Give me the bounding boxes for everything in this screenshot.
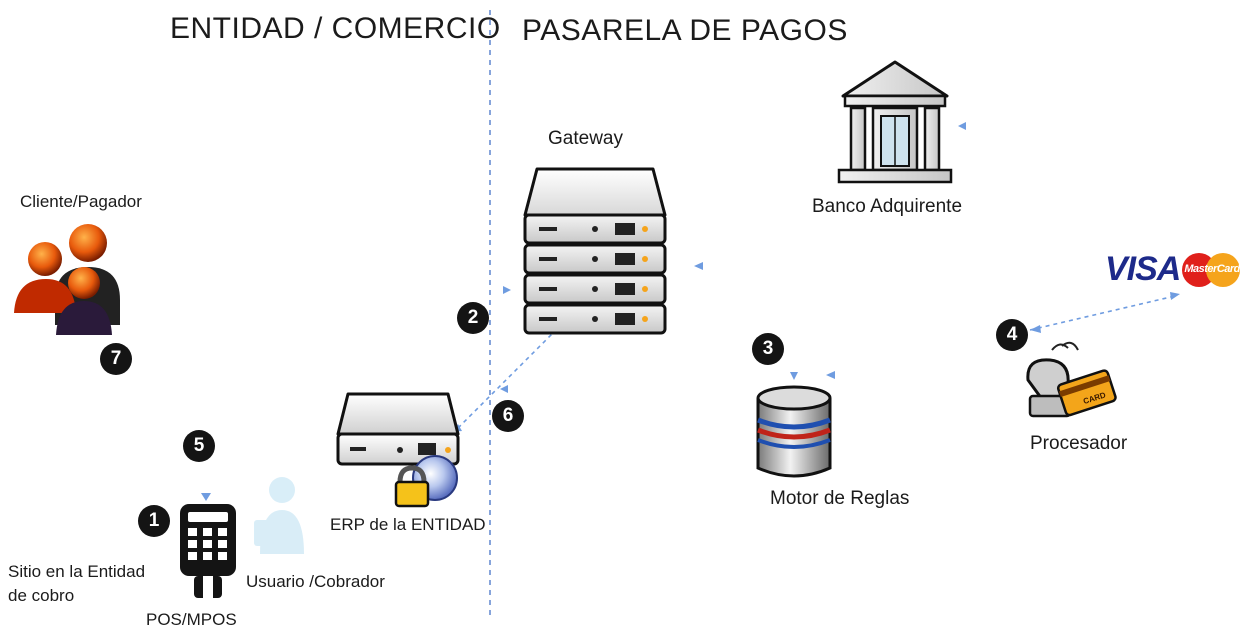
step-4-badge: 4 <box>996 319 1028 351</box>
pos-terminal-icon <box>180 504 236 598</box>
step-1-badge: 1 <box>138 505 170 537</box>
sitio-entidad-line2: de cobro <box>8 586 75 605</box>
gateway-server-icon <box>523 167 667 335</box>
card-processor-icon: CARD <box>1026 341 1117 418</box>
mastercard-logo: MasterCard <box>1182 252 1242 287</box>
gateway-label: Gateway <box>548 128 623 149</box>
step-3-badge: 3 <box>752 333 784 365</box>
step-6-badge: 6 <box>492 400 524 432</box>
flow-arrowhead <box>790 372 798 380</box>
flow-arrowhead <box>1030 325 1041 333</box>
people-group-icon <box>14 224 120 335</box>
rules-engine-database-icon <box>756 385 832 478</box>
flow-arrowhead <box>958 122 966 130</box>
pasarela-de-pagos-heading: PASARELA DE PAGOS <box>522 14 848 47</box>
flow-arrowhead <box>503 286 511 294</box>
procesador-visa-link <box>1029 295 1176 331</box>
step-7-badge: 7 <box>100 343 132 375</box>
step-2-badge: 2 <box>457 302 489 334</box>
flow-arrowhead <box>826 371 835 379</box>
user-collector-icon <box>254 477 304 554</box>
erp-server-icon <box>336 392 460 508</box>
procesador-label: Procesador <box>1030 433 1128 454</box>
mastercard-wordmark: MasterCard <box>1184 262 1240 275</box>
bank-building-icon <box>837 60 953 184</box>
usuario-cobrador-label: Usuario /Cobrador <box>246 572 385 591</box>
flow-arrowhead <box>694 262 703 270</box>
visa-logo: VISA <box>1105 250 1181 288</box>
flow-arrowhead <box>1170 292 1180 300</box>
sitio-entidad-line1: Sitio en la Entidad <box>8 562 146 581</box>
cliente-pagador-label: Cliente/Pagador <box>20 192 142 211</box>
flow-arrowhead <box>201 493 211 501</box>
banco-adquirente-label: Banco Adquirente <box>812 196 963 217</box>
motor-de-reglas-label: Motor de Reglas <box>770 488 910 509</box>
entidad-comercio-heading: ENTIDAD / COMERCIO <box>170 12 501 45</box>
card-brands-logo: VISA MasterCard <box>1105 250 1242 289</box>
flow-arrowhead <box>500 385 508 393</box>
erp-label: ERP de la ENTIDAD <box>330 515 486 534</box>
sitio-entidad-label: Sitio en la Entidad de cobro <box>8 560 145 608</box>
pos-mpos-label: POS/MPOS <box>146 610 237 629</box>
section-divider <box>489 10 491 620</box>
step-5-badge: 5 <box>183 430 215 462</box>
